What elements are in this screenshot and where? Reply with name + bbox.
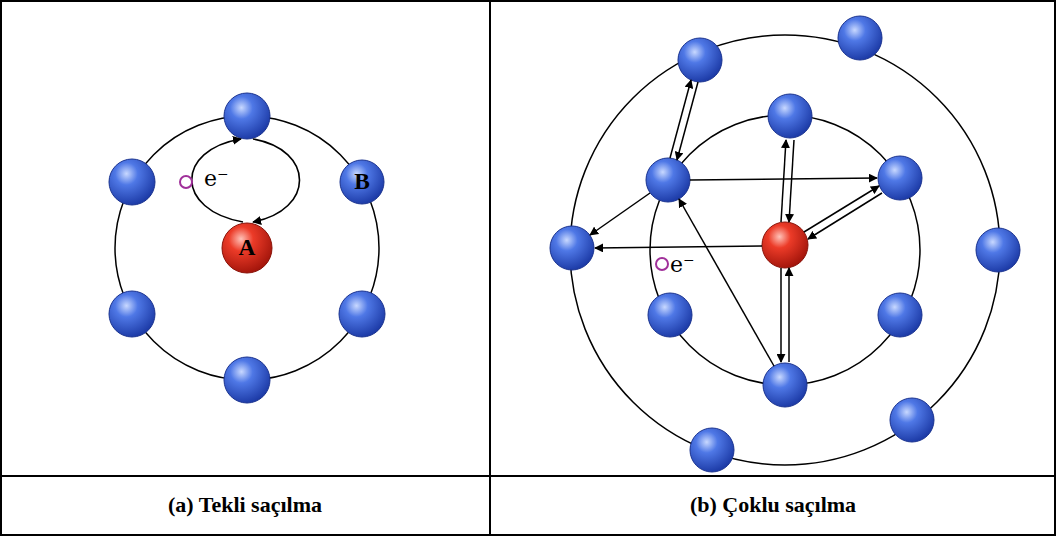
atom	[976, 228, 1020, 272]
atom	[690, 428, 734, 472]
electron-path	[789, 140, 794, 222]
panel: (a) Tekli saçılma A B	[0, 0, 490, 536]
electron-path	[192, 139, 243, 222]
electron	[656, 258, 668, 270]
electron-path	[780, 268, 782, 362]
electron-label: e⁻	[204, 166, 229, 192]
atoms	[550, 16, 1020, 472]
panel: (b) Çoklu saçılma	[490, 0, 1056, 536]
atom	[838, 16, 882, 60]
panel-caption: (a) Tekli saçılma	[0, 478, 490, 532]
caption-text: (b) Çoklu saçılma	[690, 492, 856, 518]
electron-path	[788, 268, 790, 362]
atom-fill	[222, 223, 272, 273]
atom	[109, 159, 155, 205]
target-atom	[762, 222, 808, 268]
electron-path	[679, 199, 774, 366]
atom	[648, 293, 692, 337]
atom	[109, 291, 155, 337]
atom: B	[339, 159, 385, 205]
panel-divider	[489, 0, 491, 536]
atom	[878, 156, 922, 200]
electron-path	[804, 186, 879, 232]
atom	[224, 93, 270, 139]
electron-label: e⁻	[670, 252, 695, 278]
atom	[678, 38, 722, 82]
panel-caption: (b) Çoklu saçılma	[490, 478, 1056, 532]
atom-letter: B	[339, 159, 385, 205]
caption-divider	[0, 475, 1056, 477]
atom	[878, 293, 922, 337]
target-atom: A	[221, 222, 273, 274]
outer-shell	[570, 35, 1000, 465]
inner-shell	[650, 115, 920, 385]
electron-path	[781, 140, 786, 222]
electron-path	[595, 246, 762, 248]
atom-fill	[340, 160, 384, 204]
electron-path	[677, 82, 698, 160]
atom	[646, 158, 690, 202]
atom	[890, 398, 934, 442]
atom-shell	[115, 116, 379, 380]
electron-path	[590, 193, 650, 235]
electron	[180, 176, 192, 188]
atom	[224, 357, 270, 403]
atom	[339, 291, 385, 337]
single-scattering-drawing	[109, 93, 385, 403]
atom	[763, 363, 807, 407]
electron-path	[690, 178, 877, 180]
caption-text: (a) Tekli saçılma	[168, 492, 322, 518]
atom	[768, 94, 812, 138]
electron-paths	[590, 80, 882, 366]
multiple-scattering-drawing	[550, 16, 1020, 472]
electron-path	[253, 139, 300, 222]
atom-letter: A	[221, 222, 273, 274]
atom	[550, 226, 594, 270]
electron-path	[808, 193, 882, 239]
